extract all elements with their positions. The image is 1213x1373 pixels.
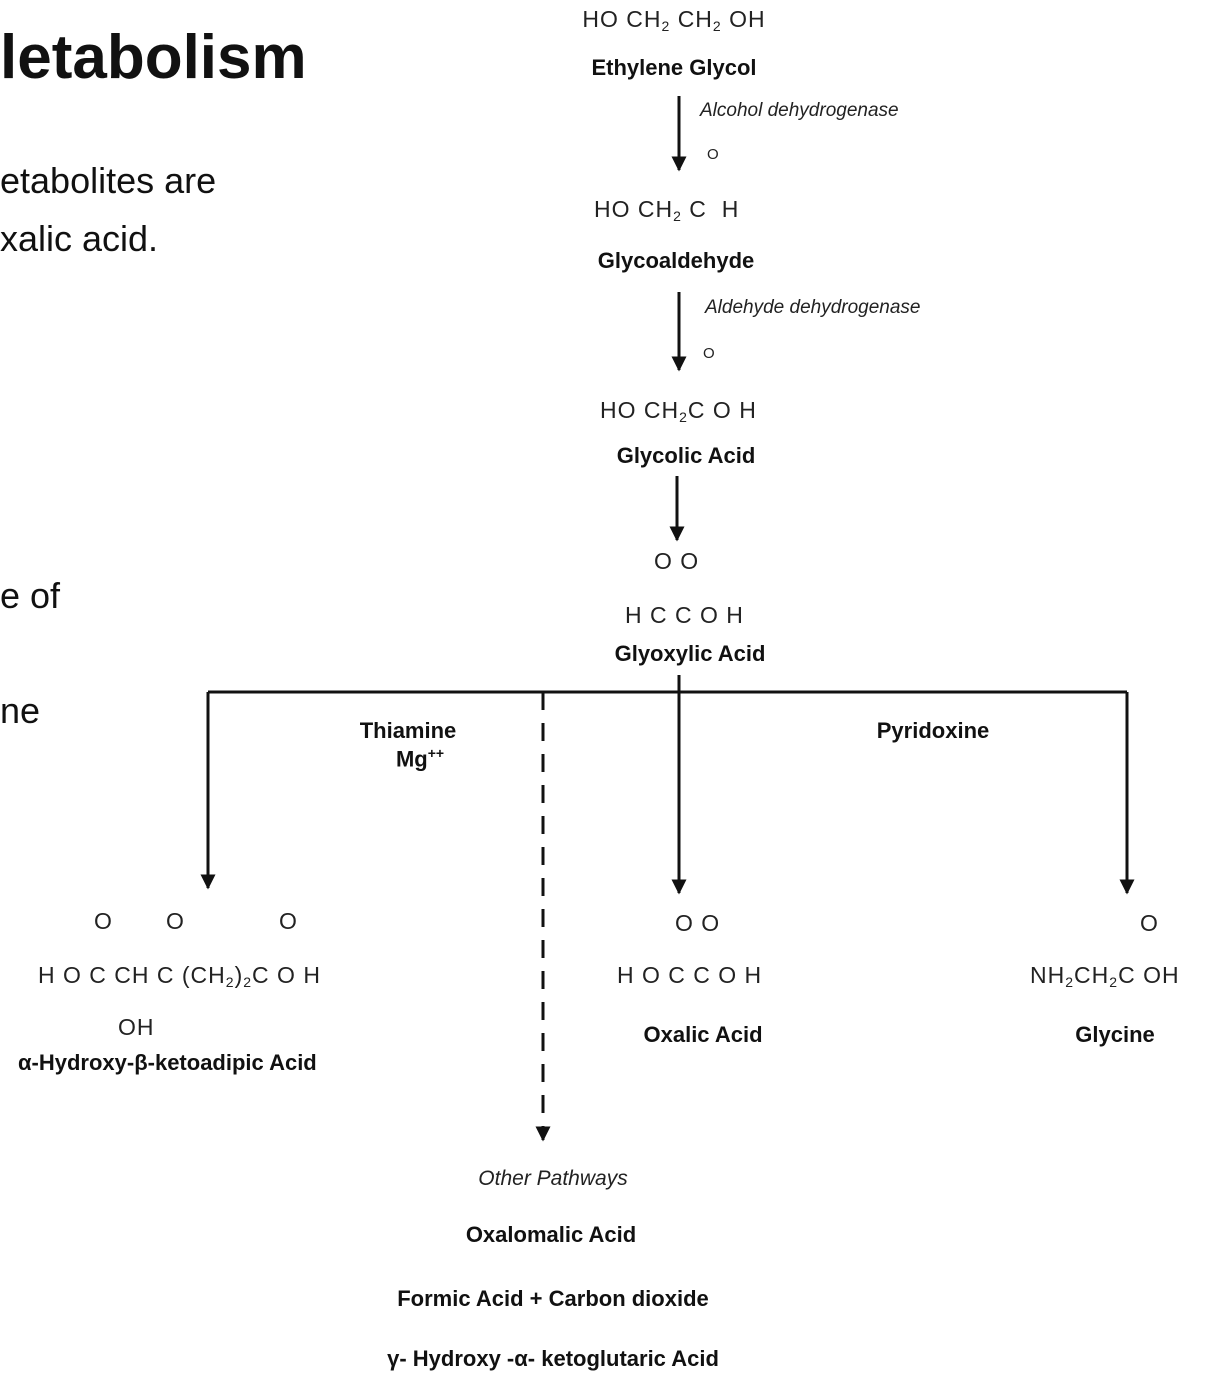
ketoadipic-o-1: O bbox=[94, 908, 113, 934]
cofactor-thiamine: Thiamine bbox=[359, 718, 457, 743]
ketoadipic-oh: OH bbox=[118, 1014, 155, 1040]
glycolic-acid-name: Glycolic Acid bbox=[616, 443, 756, 468]
other-pathways-label: Other Pathways bbox=[478, 1167, 628, 1190]
enzyme-alcohol-dehydrogenase: Alcohol dehydrogenase bbox=[700, 100, 899, 121]
other-pathway-formic-co2: Formic Acid + Carbon dioxide bbox=[397, 1286, 709, 1311]
enzyme-aldehyde-dehydrogenase: Aldehyde dehydrogenase bbox=[705, 297, 921, 318]
glycine-name: Glycine bbox=[1075, 1022, 1155, 1047]
glycolic-carbonyl-o: O bbox=[703, 345, 716, 362]
glycine-formula: NH2CH2C OH bbox=[1030, 962, 1180, 990]
other-pathway-hydroxy-ketoglutaric: γ- Hydroxy -α- ketoglutaric Acid bbox=[387, 1346, 719, 1371]
ketoadipic-o-2: O bbox=[166, 908, 185, 934]
ketoadipic-acid-name: α-Hydroxy-β-ketoadipic Acid bbox=[18, 1050, 317, 1075]
ketoadipic-formula: H O C CH C (CH2)2C O H bbox=[38, 962, 321, 990]
other-pathway-oxalomalic: Oxalomalic Acid bbox=[465, 1222, 637, 1247]
glyoxylic-acid-formula: H C C O H bbox=[625, 602, 744, 628]
glyoxylic-carbonyl-o: O O bbox=[654, 548, 700, 574]
glycoaldehyde-formula: HO CH2 C H bbox=[594, 196, 740, 224]
bullet-text-4: ne bbox=[0, 690, 41, 731]
oxalic-acid-name: Oxalic Acid bbox=[643, 1022, 763, 1047]
glycine-carbonyl-o: O bbox=[1140, 910, 1159, 936]
oxalic-acid-formula: H O C C O H bbox=[617, 962, 763, 988]
glycoaldehyde-name: Glycoaldehyde bbox=[597, 248, 755, 273]
oxalic-carbonyl-o: O O bbox=[675, 910, 721, 936]
glyoxylic-acid-name: Glyoxylic Acid bbox=[614, 641, 766, 666]
cofactor-pyridoxine: Pyridoxine bbox=[876, 718, 990, 743]
bullet-text-2: xalic acid. bbox=[0, 218, 159, 259]
slide-title: letabolism bbox=[0, 23, 307, 92]
glycolic-acid-formula: HO CH2C O H bbox=[600, 397, 757, 425]
glycoaldehyde-carbonyl-o: O bbox=[707, 146, 720, 163]
ketoadipic-o-3: O bbox=[279, 908, 298, 934]
ethylene-glycol-name: Ethylene Glycol bbox=[591, 55, 757, 80]
cofactor-mg: Mg++ bbox=[395, 745, 445, 772]
bullet-text-3: e of bbox=[0, 575, 61, 616]
bullet-text-1: etabolites are bbox=[0, 160, 217, 201]
ethylene-glycol-formula: HO CH2 CH2 OH bbox=[582, 6, 766, 34]
